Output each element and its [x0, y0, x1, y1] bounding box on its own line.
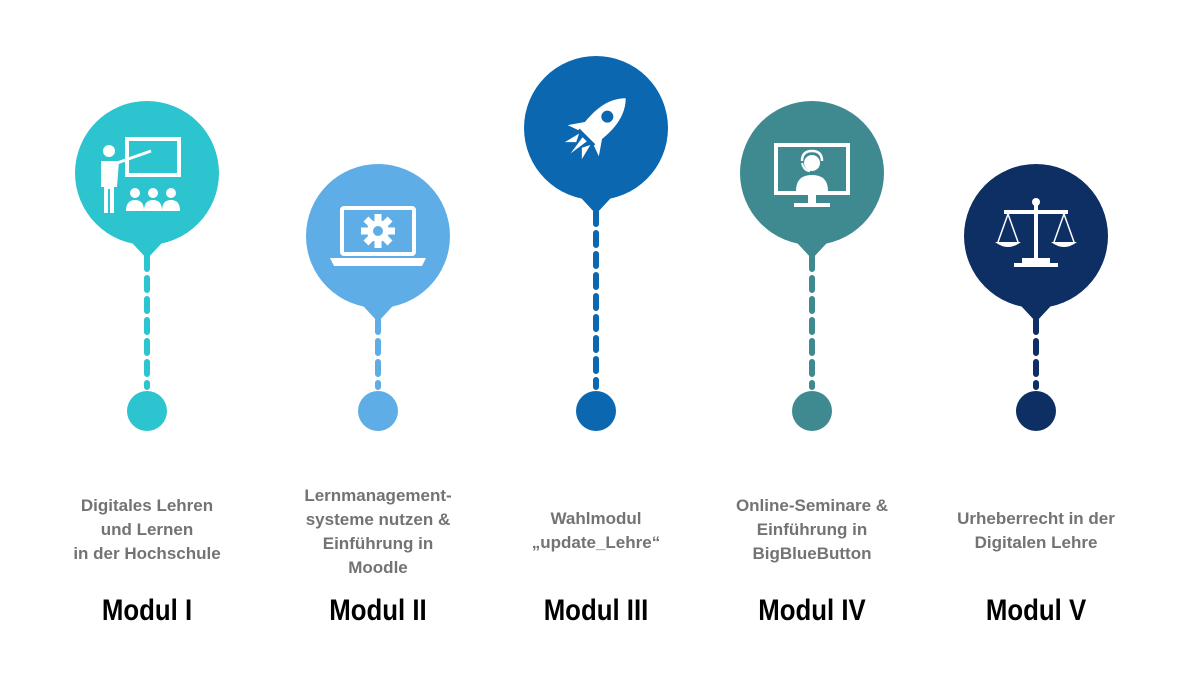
module-4-anchor-dot [792, 391, 832, 431]
module-3-anchor-dot [576, 391, 616, 431]
module-4-title: Modul IV [758, 594, 866, 627]
module-3-title: Modul III [543, 594, 649, 627]
scales-icon [995, 198, 1077, 267]
laptop-gear-icon [330, 206, 426, 266]
module-1-title: Modul I [101, 594, 193, 627]
module-2-description: Lernmanagement- systeme nutzen & Einführ… [304, 486, 452, 577]
module-2-anchor-dot [358, 391, 398, 431]
module-5-anchor-dot [1016, 391, 1056, 431]
module-1-anchor-dot [127, 391, 167, 431]
module-1-description: Digitales Lehren und Lernen in der Hochs… [73, 496, 221, 563]
module-5-description: Urheberrecht in der Digitalen Lehre [957, 509, 1115, 552]
module-5-title: Modul V [985, 594, 1087, 627]
module-2-title: Modul II [329, 594, 427, 627]
module-4-description: Online-Seminare & Einführung in BigBlueB… [735, 496, 889, 563]
presentation-teacher-icon [101, 137, 181, 213]
module-3-description: Wahlmodul „update_Lehre“ [531, 509, 661, 552]
module-4-pin [740, 101, 884, 245]
monitor-headset-icon [774, 143, 850, 207]
